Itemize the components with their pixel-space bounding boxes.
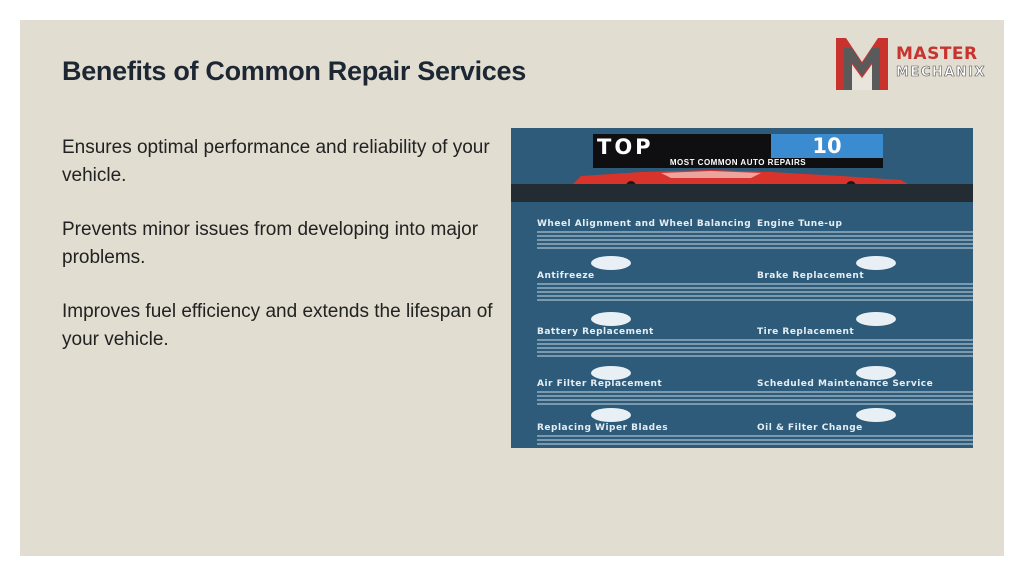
infographic-banner: TOP 10 — [593, 134, 883, 159]
wrench-icon — [856, 366, 896, 380]
infographic-item-title: Air Filter Replacement — [537, 379, 663, 389]
infographic-item-title: Replacing Wiper Blades — [537, 423, 669, 433]
infographic-intro-band — [511, 184, 973, 202]
infographic-subtitle: MOST COMMON AUTO REPAIRS — [593, 158, 883, 168]
infographic-item-title: Engine Tune-up — [757, 219, 843, 229]
logo-line-2: MECHANIX — [896, 65, 987, 81]
antifreeze-icon — [591, 256, 631, 270]
infographic-item-4: Brake Replacement — [757, 272, 973, 303]
infographic-ten-word: 10 — [771, 134, 883, 158]
logo-line-1: MASTER — [896, 44, 978, 64]
infographic-item-title: Battery Replacement — [537, 327, 654, 337]
infographic-item-title: Wheel Alignment and Wheel Balancing — [537, 219, 752, 229]
bullet-1: Ensures optimal performance and reliabil… — [62, 137, 490, 186]
infographic-item-title: Scheduled Maintenance Service — [757, 379, 934, 389]
bullet-2: Prevents minor issues from developing in… — [62, 219, 479, 268]
slide: Benefits of Common Repair Services MASTE… — [20, 20, 1004, 556]
infographic-item-1: Wheel Alignment and Wheel Balancing — [537, 220, 757, 251]
air-filter-icon — [591, 366, 631, 380]
slide-title: Benefits of Common Repair Services — [62, 56, 526, 86]
battery-icon — [591, 312, 631, 326]
infographic-item-title: Tire Replacement — [757, 327, 855, 337]
infographic-item-title: Oil & Filter Change — [757, 423, 863, 433]
infographic-item-title: Brake Replacement — [757, 271, 865, 281]
wiper-icon — [591, 408, 631, 422]
red-car-icon — [571, 170, 911, 188]
top-10-auto-repairs-infographic: TOP 10 MOST COMMON AUTO REPAIRS Wheel Al… — [511, 128, 973, 448]
infographic-item-7: Air Filter Replacement — [537, 380, 757, 407]
bullet-3: Improves fuel efficiency and extends the… — [62, 301, 493, 350]
tire-icon — [856, 312, 896, 326]
oil-icon — [856, 408, 896, 422]
infographic-item-5: Battery Replacement — [537, 328, 757, 359]
infographic-item-9: Replacing Wiper Blades — [537, 424, 757, 447]
master-mechanix-logo: MASTER MECHANIX — [832, 32, 997, 94]
infographic-top-word: TOP — [597, 135, 654, 159]
infographic-item-title: Antifreeze — [537, 271, 595, 281]
infographic-item-3: Antifreeze — [537, 272, 757, 303]
infographic-item-6: Tire Replacement — [757, 328, 973, 359]
brake-icon — [856, 256, 896, 270]
infographic-item-2: Engine Tune-up — [757, 220, 973, 251]
infographic-item-8: Scheduled Maintenance Service — [757, 380, 973, 407]
infographic-item-10: Oil & Filter Change — [757, 424, 973, 447]
logo-m-icon — [836, 38, 888, 90]
